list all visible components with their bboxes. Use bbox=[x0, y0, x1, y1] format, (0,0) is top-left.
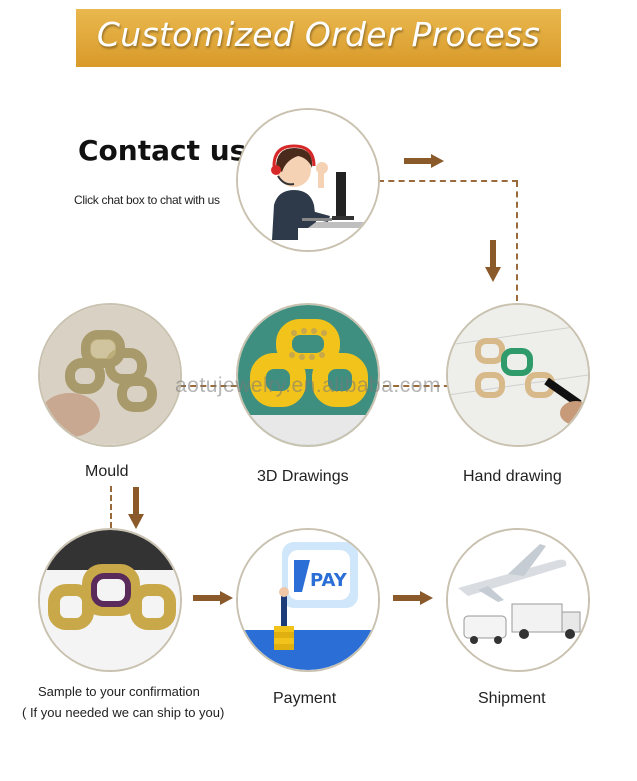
drawings-3d-circle bbox=[236, 303, 380, 447]
page-title: Customized Order Process bbox=[96, 15, 541, 54]
arrow-right-2 bbox=[193, 591, 233, 605]
watermark: aotujewelry.en.alibaba.com bbox=[175, 374, 441, 397]
label-sample-line1: Sample to your confirmation bbox=[38, 684, 200, 699]
payment-icon: PAY bbox=[238, 530, 378, 670]
arrow-right-3 bbox=[393, 591, 433, 605]
label-hand-drawing: Hand drawing bbox=[463, 468, 562, 485]
pay-sign-text: PAY bbox=[310, 570, 348, 591]
mould-circle bbox=[38, 303, 182, 447]
label-shipment: Shipment bbox=[478, 690, 546, 707]
connector-right-down bbox=[516, 181, 518, 301]
connector-mould-down bbox=[110, 486, 112, 528]
label-payment: Payment bbox=[273, 690, 337, 707]
arrow-right-1 bbox=[404, 154, 444, 168]
contact-subtitle: Click chat box to chat with us bbox=[74, 193, 220, 207]
customer-service-icon bbox=[238, 110, 378, 250]
title-banner: Customized Order Process bbox=[76, 9, 561, 67]
contact-circle bbox=[236, 108, 380, 252]
label-3d-drawings: 3D Drawings bbox=[257, 468, 349, 485]
shipment-circle bbox=[446, 528, 590, 672]
sample-circle bbox=[38, 528, 182, 672]
arrow-down-2 bbox=[128, 487, 144, 529]
shipment-icon bbox=[448, 530, 588, 670]
sketch-icon bbox=[448, 305, 588, 445]
arrow-down-1 bbox=[485, 240, 501, 282]
payment-circle: PAY bbox=[236, 528, 380, 672]
sample-ring-icon bbox=[40, 530, 180, 670]
connector-contact-right bbox=[378, 180, 518, 182]
mould-ring-icon bbox=[40, 305, 180, 445]
contact-title: Contact us bbox=[78, 134, 247, 167]
label-sample-line2: ( If you needed we can ship to you) bbox=[22, 705, 225, 720]
hand-drawing-circle bbox=[446, 303, 590, 447]
label-mould: Mould bbox=[85, 463, 129, 480]
